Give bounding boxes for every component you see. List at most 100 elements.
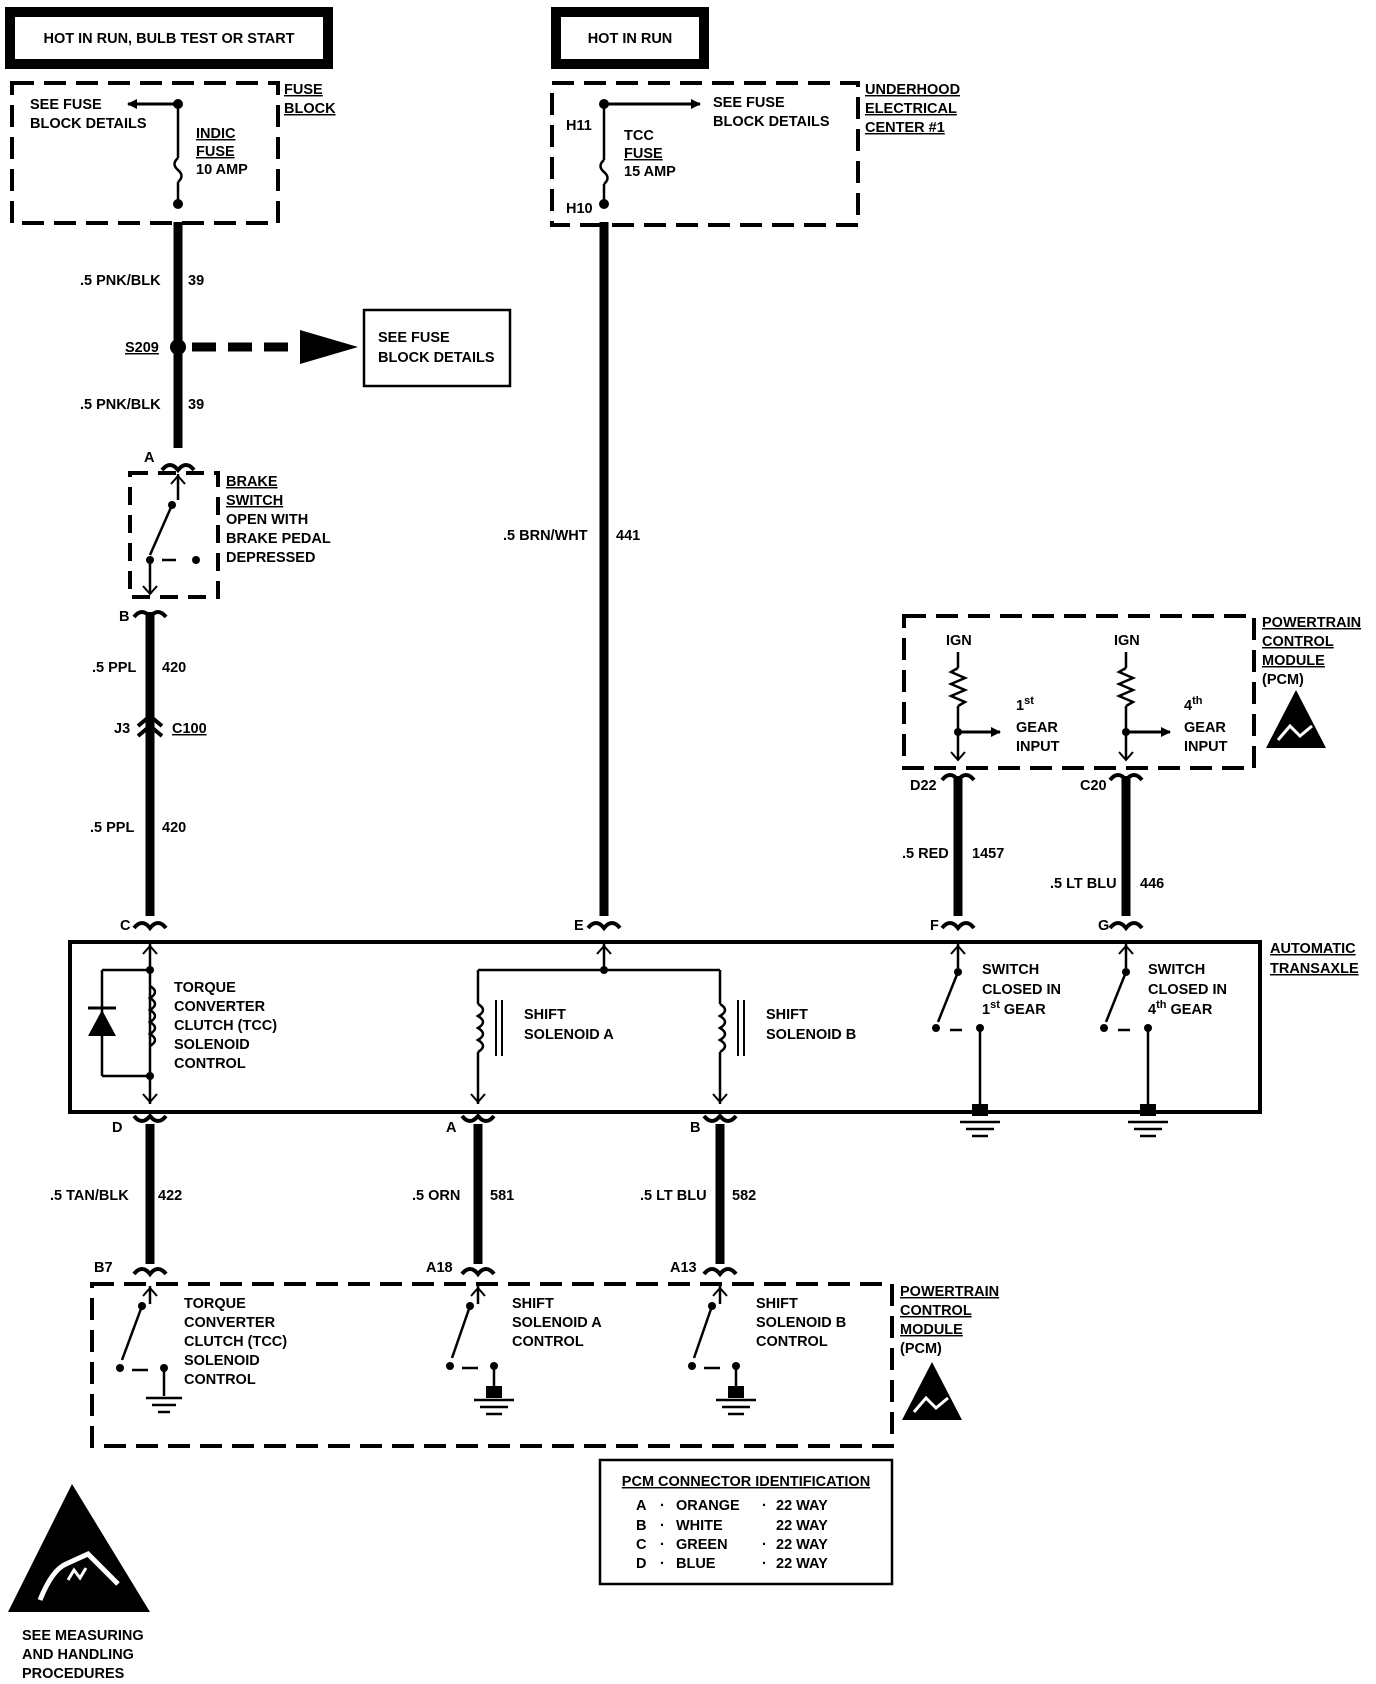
underhood-center: UNDERHOOD ELECTRICAL CENTER #1 SEE FUSE … [550,81,960,227]
circuit-581: .5 ORN 581 [412,1124,514,1264]
tcc-label-3: CLUTCH (TCC) [174,1018,277,1034]
pcm-tcc-label-2: CONVERTER [184,1315,276,1331]
svg-text:22 WAY: 22 WAY [776,1498,828,1514]
wire-582-color: .5 LT BLU [640,1188,707,1204]
circuit-420: .5 PPL 420 J3 C100 .5 PPL 420 [90,612,207,916]
svg-text:·: · [660,1556,665,1572]
wire-39-bot-color: .5 PNK/BLK [80,397,161,413]
pcm-shift-a-label-2: SOLENOID A [512,1315,602,1331]
shift-b-coil-icon [717,1002,727,1054]
pin-a13: A13 [670,1260,697,1276]
shift-b-label-1: SHIFT [766,1007,808,1023]
pin-h11: H11 [566,118,592,134]
pcm-top-title-4: (PCM) [1262,672,1304,688]
ign-label-1: IGN [946,633,972,649]
diode-icon [88,1010,116,1036]
pcm-shift-b-label-1: SHIFT [756,1296,798,1312]
transaxle-pin-c: C [120,918,131,934]
pcm-bottom-title-2: CONTROL [900,1303,972,1319]
circuit-422: .5 TAN/BLK 422 [50,1124,182,1264]
svg-text:22 WAY: 22 WAY [776,1537,828,1553]
fuse-block-see-1: SEE FUSE [30,97,102,113]
circuit-39: .5 PNK/BLK 39 S209 .5 PNK/BLK 39 [80,222,358,448]
indic-fuse-label-1: INDIC [196,126,236,142]
pin-a18: A18 [426,1260,453,1276]
svg-text:A: A [636,1498,647,1514]
shift-a-label-2: SOLENOID A [524,1027,614,1043]
wire-582-num: 582 [732,1188,756,1204]
pin-h10: H10 [566,201,593,217]
gear-input-1-label-2: INPUT [1016,739,1060,755]
resistor-icon-2 [1115,666,1137,708]
circuit-441: .5 BRN/WHT 441 [503,222,640,916]
pin-b7: B7 [94,1260,113,1276]
switch-4th-label-1: SWITCH [1148,962,1205,978]
underhood-title-3: CENTER #1 [865,120,945,136]
wire-446-color: .5 LT BLU [1050,876,1117,892]
splice-detail-box: SEE FUSE BLOCK DETAILS [362,308,512,388]
fuse-block-title-2: BLOCK [284,101,336,117]
power-source-left-label: HOT IN RUN, BULB TEST OR START [43,31,294,47]
transaxle-pin-f: F [930,918,939,934]
ground-icon-5 [716,1386,756,1416]
connector-table-title: PCM CONNECTOR IDENTIFICATION [622,1474,870,1490]
esd-note-1: SEE MEASURING [22,1628,144,1644]
svg-text:·: · [762,1498,767,1514]
underhood-see-2: BLOCK DETAILS [713,114,830,130]
power-source-right: HOT IN RUN [551,7,709,69]
indic-fuse-label-2: FUSE [196,144,235,160]
pcm-top: POWERTRAIN CONTROL MODULE (PCM) IGN 1st … [902,614,1361,794]
transaxle-pin-b: B [690,1120,700,1136]
svg-text:·: · [660,1518,665,1534]
svg-text:22 WAY: 22 WAY [776,1518,828,1534]
wire-39-bot-num: 39 [188,397,204,413]
wire-422-color: .5 TAN/BLK [50,1188,129,1204]
esd-note-3: PROCEDURES [22,1666,125,1682]
pcm-tcc-label-5: CONTROL [184,1372,256,1388]
pcm-bottom: B7 A18 A13 POWERTRAIN CONTROL MODULE (PC… [90,1260,999,1448]
pcm-bottom-title-4: (PCM) [900,1341,942,1357]
wire-1457-color: .5 RED [902,846,949,862]
pcm-top-title-3: MODULE [1262,653,1325,669]
switch-1st-label-1: SWITCH [982,962,1039,978]
power-source-right-label: HOT IN RUN [588,31,673,47]
connector-row-b: B · WHITE 22 WAY [636,1518,828,1534]
wire-446-num: 446 [1140,876,1164,892]
fuse-symbol-indic [173,157,183,183]
esd-note-2: AND HANDLING [22,1647,134,1663]
splice-arrow-icon [300,330,358,364]
tcc-coil-icon [147,984,157,1048]
circuit-582: .5 LT BLU 582 [640,1124,756,1264]
svg-text:·: · [660,1537,665,1553]
ground-icon-4 [474,1386,514,1416]
c100-pin-j3: J3 [114,721,130,737]
connector-row-d: D · BLUE · 22 WAY [636,1556,828,1572]
transaxle-pin-e: E [574,918,584,934]
tcc-fuse-label-2: FUSE [624,146,663,162]
pin-c20: C20 [1080,778,1107,794]
pcm-bottom-title-1: POWERTRAIN [900,1284,999,1300]
pcm-top-title-1: POWERTRAIN [1262,615,1361,631]
pcm-shift-b-label-2: SOLENOID B [756,1315,846,1331]
esd-icon-pcm-bottom [902,1362,962,1420]
esd-warning-icon [8,1484,150,1612]
ign-label-2: IGN [1114,633,1140,649]
svg-text:WHITE: WHITE [676,1518,723,1534]
brake-switch-desc-3: DEPRESSED [226,550,315,566]
brake-switch-title-1: BRAKE [226,474,278,490]
pcm-shift-a-label-1: SHIFT [512,1296,554,1312]
wire-420-top-color: .5 PPL [92,660,136,676]
transaxle-pin-a: A [446,1120,457,1136]
automatic-transaxle: AUTOMATIC TRANSAXLE C E F G TORQUE CONVE… [68,918,1359,1138]
switch-4th-label-2: CLOSED IN [1148,982,1227,998]
transaxle-pin-g: G [1098,918,1109,934]
pcm-connector-table: PCM CONNECTOR IDENTIFICATION A · ORANGE … [598,1458,894,1586]
fuse-block-see-2: BLOCK DETAILS [30,116,147,132]
pin-d22: D22 [910,778,937,794]
splice-s209: S209 [125,340,159,356]
splice-box-line-2: BLOCK DETAILS [378,350,495,366]
gear-input-4-label-1: GEAR [1184,720,1226,736]
fuse-symbol-tcc [599,159,609,185]
